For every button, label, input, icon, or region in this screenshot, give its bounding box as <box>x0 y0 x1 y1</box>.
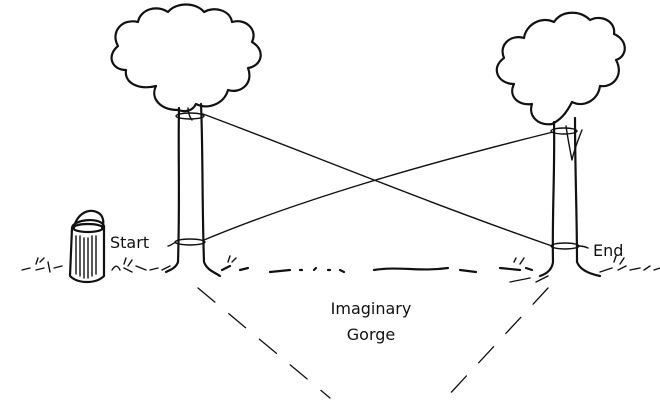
imaginary-gorge <box>197 287 549 399</box>
right-tree-branch <box>565 125 583 161</box>
barrel <box>68 209 106 284</box>
right-tree-canopy <box>495 11 626 126</box>
rope-loop-left-top <box>175 112 205 120</box>
rope-loop-right-top <box>550 127 578 135</box>
ground-right <box>509 265 660 283</box>
grass-tufts <box>35 255 625 267</box>
ground <box>21 255 660 283</box>
barrel-lid <box>72 209 105 230</box>
left-tree-trunk-right <box>199 102 222 278</box>
right-tree-trunk-left <box>538 120 556 278</box>
left-tree <box>110 3 262 278</box>
start-label: Start <box>110 233 149 252</box>
left-tree-canopy <box>110 3 262 113</box>
ropes <box>167 112 589 250</box>
right-tree-trunk-right <box>573 116 602 278</box>
barrel-body <box>68 219 106 284</box>
gorge-label-line2: Gorge <box>347 325 395 344</box>
right-tree <box>495 11 626 278</box>
ground-left <box>21 261 171 273</box>
rope-bottom-left-to-top-right <box>203 131 554 241</box>
ground-mid <box>220 264 534 274</box>
gorge-right-edge <box>445 287 549 399</box>
barrel-shading <box>75 235 97 279</box>
rope-top-left-to-bottom-right <box>202 113 553 247</box>
rope-tail-start <box>167 241 177 247</box>
end-label: End <box>593 241 623 260</box>
barrel-rim <box>71 222 105 234</box>
gorge-left-edge <box>197 287 331 399</box>
rope-loop-right-bottom <box>550 242 580 250</box>
gorge-label-line1: Imaginary <box>331 299 412 318</box>
left-tree-trunk-left <box>164 106 181 274</box>
rope-tail-end <box>577 245 589 249</box>
